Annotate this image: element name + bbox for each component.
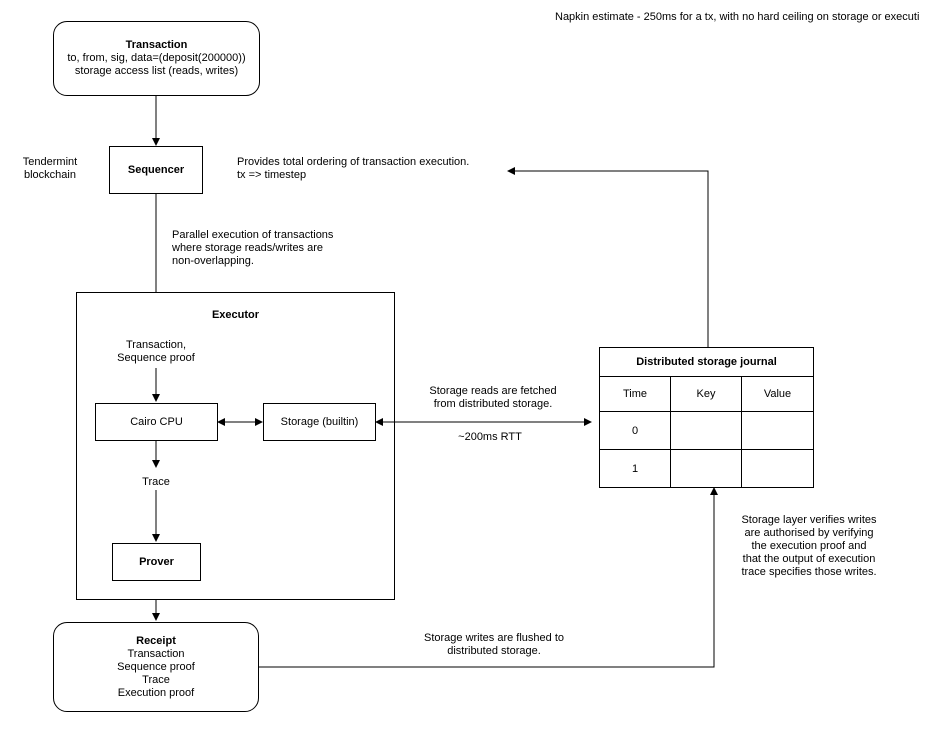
executor-input-line-2: Sequence proof <box>117 352 195 364</box>
parallel-note: Parallel execution of transactions where… <box>172 229 333 268</box>
receipt-line-2: Sequence proof <box>117 660 195 673</box>
writes-note: Storage writes are flushed to distribute… <box>404 632 584 658</box>
executor-input-label: Transaction, Sequence proof <box>96 339 216 365</box>
receipt-line-1: Transaction <box>127 647 185 660</box>
journal-title-label: Distributed storage journal <box>636 355 777 368</box>
verify-note-line-4: that the output of execution <box>742 553 876 565</box>
journal-row-1-time: 1 <box>599 449 671 488</box>
arrow-journal-to-sequencer <box>507 167 709 347</box>
receipt-line-3: Trace <box>142 673 170 686</box>
receipt-title: Receipt <box>136 634 176 647</box>
journal-title: Distributed storage journal <box>599 347 814 377</box>
trace-label: Trace <box>142 476 170 488</box>
verify-note: Storage layer verifies writes are author… <box>729 514 889 579</box>
cairo-cpu-label: Cairo CPU <box>130 415 183 428</box>
journal-row-1-key <box>670 449 742 488</box>
ordering-note-line-2: tx => timestep <box>237 169 307 181</box>
executor-title: Executor <box>211 309 260 321</box>
journal-header-time: Time <box>599 376 671 412</box>
verify-note-line-2: are authorised by verifying <box>744 527 874 539</box>
tendermint-label: Tendermint blockchain <box>16 156 84 182</box>
prover-label: Prover <box>139 555 174 568</box>
arrow-receipt-to-journal <box>258 487 718 668</box>
transaction-title: Transaction <box>125 39 188 51</box>
journal-row-0-time: 0 <box>599 411 671 450</box>
receipt-box: Receipt Transaction Sequence proof Trace… <box>53 622 259 712</box>
parallel-note-line-1: Parallel execution of transactions <box>172 229 334 241</box>
verify-note-line-3: the execution proof and <box>751 540 867 552</box>
journal-header-key: Key <box>670 376 742 412</box>
tendermint-line-2: blockchain <box>24 169 76 181</box>
journal-header-value: Value <box>741 376 814 412</box>
rtt-label: ~200ms RTT <box>458 431 522 443</box>
executor-box <box>76 292 395 600</box>
parallel-note-line-3: non-overlapping. <box>172 255 254 267</box>
journal-row-1-value <box>741 449 814 488</box>
transaction-line-1: to, from, sig, data=(deposit(200000)) <box>67 52 246 64</box>
tendermint-line-1: Tendermint <box>22 156 78 168</box>
journal-row-0-key <box>670 411 742 450</box>
verify-note-line-5: trace specifies those writes. <box>741 566 877 578</box>
cairo-cpu-box: Cairo CPU <box>95 403 218 441</box>
reads-note-line-1: Storage reads are fetched <box>429 385 557 397</box>
top-note: Napkin estimate - 250ms for a tx, with n… <box>555 11 920 23</box>
reads-note-line-2: from distributed storage. <box>433 398 553 410</box>
transaction-box: Transaction to, from, sig, data=(deposit… <box>53 21 260 96</box>
journal-row-0-value <box>741 411 814 450</box>
ordering-note: Provides total ordering of transaction e… <box>237 156 469 182</box>
writes-note-line-1: Storage writes are flushed to <box>423 632 565 644</box>
ordering-note-line-1: Provides total ordering of transaction e… <box>237 156 470 168</box>
storage-builtin-box: Storage (builtin) <box>263 403 376 441</box>
transaction-line-2: storage access list (reads, writes) <box>74 65 239 77</box>
storage-builtin-label: Storage (builtin) <box>280 415 359 428</box>
parallel-note-line-2: where storage reads/writes are <box>172 242 324 254</box>
reads-note: Storage reads are fetched from distribut… <box>413 385 573 411</box>
sequencer-box: Sequencer <box>109 146 203 194</box>
verify-note-line-1: Storage layer verifies writes <box>741 514 877 526</box>
executor-input-line-1: Transaction, <box>125 339 187 351</box>
prover-box: Prover <box>112 543 201 581</box>
writes-note-line-2: distributed storage. <box>447 645 541 657</box>
receipt-line-4: Execution proof <box>117 686 195 699</box>
sequencer-label: Sequencer <box>127 163 185 176</box>
